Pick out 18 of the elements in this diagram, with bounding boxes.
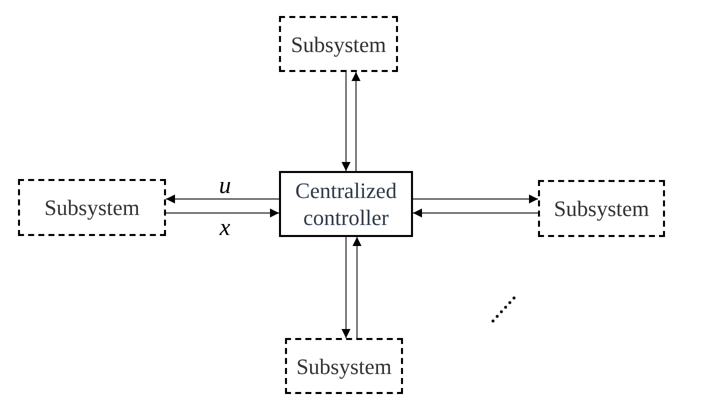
arrow (166, 208, 279, 218)
arrow (352, 72, 360, 171)
arrow (352, 237, 362, 338)
node-label: Subsystem (44, 194, 140, 221)
subsystem-box (279, 16, 398, 72)
node-label: Centralized controller (294, 177, 398, 231)
arrow (166, 194, 279, 204)
node-label: Subsystem (554, 195, 650, 222)
subsystem-box (538, 180, 665, 237)
arrow (413, 194, 538, 204)
arrow (342, 72, 350, 171)
arrow (342, 237, 350, 338)
node-label: Subsystem (290, 30, 386, 58)
node-label: Subsystem (296, 352, 392, 380)
controller-box (279, 171, 413, 237)
subsystem-box (18, 179, 166, 236)
arrow (413, 208, 538, 218)
subsystem-box (285, 338, 403, 394)
